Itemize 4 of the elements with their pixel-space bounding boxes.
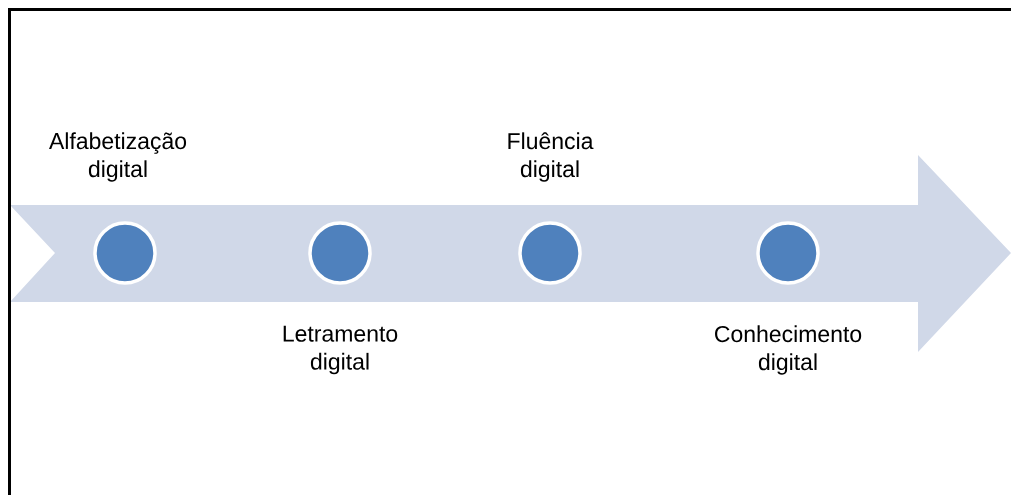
milestone-label: Fluência digital (508, 132, 594, 182)
milestone-label: Alfabetização digital (49, 132, 187, 182)
milestone-label: Conhecimento digital (715, 325, 862, 375)
milestone-label: Letramento digital (283, 325, 398, 375)
